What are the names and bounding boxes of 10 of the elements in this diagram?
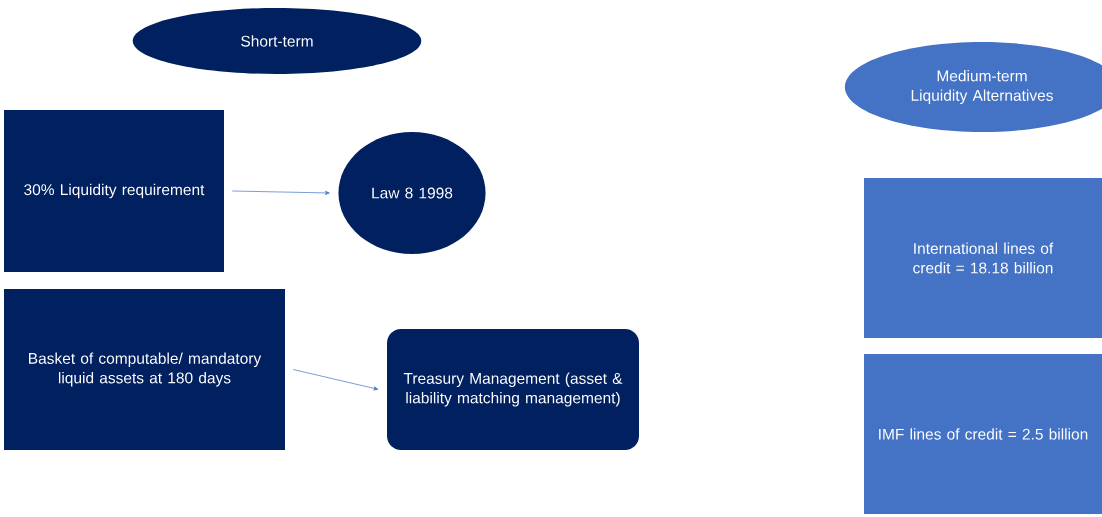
text-box: 30% Liquidity requirement xyxy=(4,110,224,272)
text-box: Basket of computable/ mandatory liquid assets at 180 days xyxy=(4,289,285,450)
oval-label: Medium-term Liquidity Alternatives xyxy=(844,42,1102,132)
circle-label: Law 8 1998 xyxy=(338,132,486,254)
text-box: International lines of credit = 18.18 billion xyxy=(864,178,1102,338)
arrow xyxy=(292,369,379,391)
rounded-box: Treasury Management (asset & liability matching management) xyxy=(387,329,639,450)
text-box: IMF lines of credit = 2.5 billion xyxy=(864,354,1102,514)
oval-label: Short-term xyxy=(132,8,422,74)
arrow xyxy=(231,190,330,195)
